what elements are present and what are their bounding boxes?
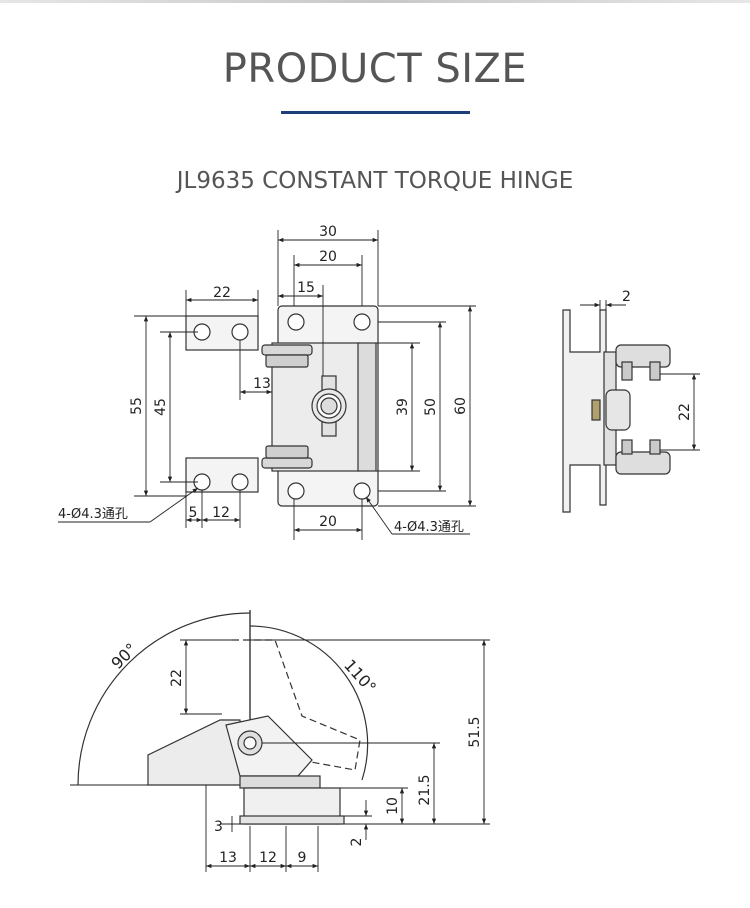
dim-60-label: 60 [453,397,469,415]
dim-20-bottom-label: 20 [319,514,337,530]
top-divider [0,0,750,3]
upper-knuckle [261,344,313,356]
rot-dim-9-label: 9 [298,850,307,866]
hole-note-left: 4-Ø4.3通孔 [58,507,128,522]
dim-39-label: 39 [395,398,411,416]
rotation-dimensions [70,639,490,872]
side-dimension-labels: 2 22 [622,289,693,421]
dim-15-label: 15 [297,280,315,296]
front-dimension-labels: 30 20 15 22 55 45 13 39 50 60 5 12 20 4-… [58,224,469,535]
rot-dim-51-5-label: 51.5 [467,716,483,747]
hole-note-right: 4-Ø4.3通孔 [394,520,464,535]
side-bracket [562,309,607,513]
arc-110 [249,625,369,781]
rot-dim-21-5-label: 21.5 [417,774,433,805]
rot-dim-3-label: 3 [214,819,223,835]
side-view [562,309,671,513]
lower-knuckle [261,457,313,469]
rot-dim-2-label: 2 [349,838,365,847]
side-dimensions [580,300,700,451]
dim-55-label: 55 [129,397,145,415]
angle-90-label: 90° [107,639,140,672]
arc-90 [77,612,251,786]
rot-dim-12-label: 12 [259,850,277,866]
rot-dim-10-label: 10 [385,797,401,815]
dim-45-label: 45 [153,398,169,416]
front-dimensions [58,230,476,540]
rot-dim-22-label: 22 [169,669,185,687]
title-underline [281,111,470,114]
rotation-base-plate [239,775,321,789]
flat-leaf [147,719,245,786]
side-dim-2-label: 2 [622,289,631,305]
rotation-view [77,610,369,825]
side-dim-22-label: 22 [677,403,693,421]
side-lower-barrel [615,451,671,475]
dim-20-top-label: 20 [319,249,337,265]
page-title: PRODUCT SIZE [222,46,528,92]
product-subtitle: JL9635 CONSTANT TORQUE HINGE [176,168,574,194]
dim-30-label: 30 [319,224,337,240]
dim-5-label: 5 [189,505,198,521]
front-view [185,305,379,507]
dim-13-label: 13 [253,376,271,392]
dim-50-label: 50 [423,398,439,416]
mounting-holes [193,313,371,500]
rot-dim-13-label: 13 [219,850,237,866]
dim-22-left-label: 22 [213,285,231,301]
dim-12-label: 12 [212,505,230,521]
